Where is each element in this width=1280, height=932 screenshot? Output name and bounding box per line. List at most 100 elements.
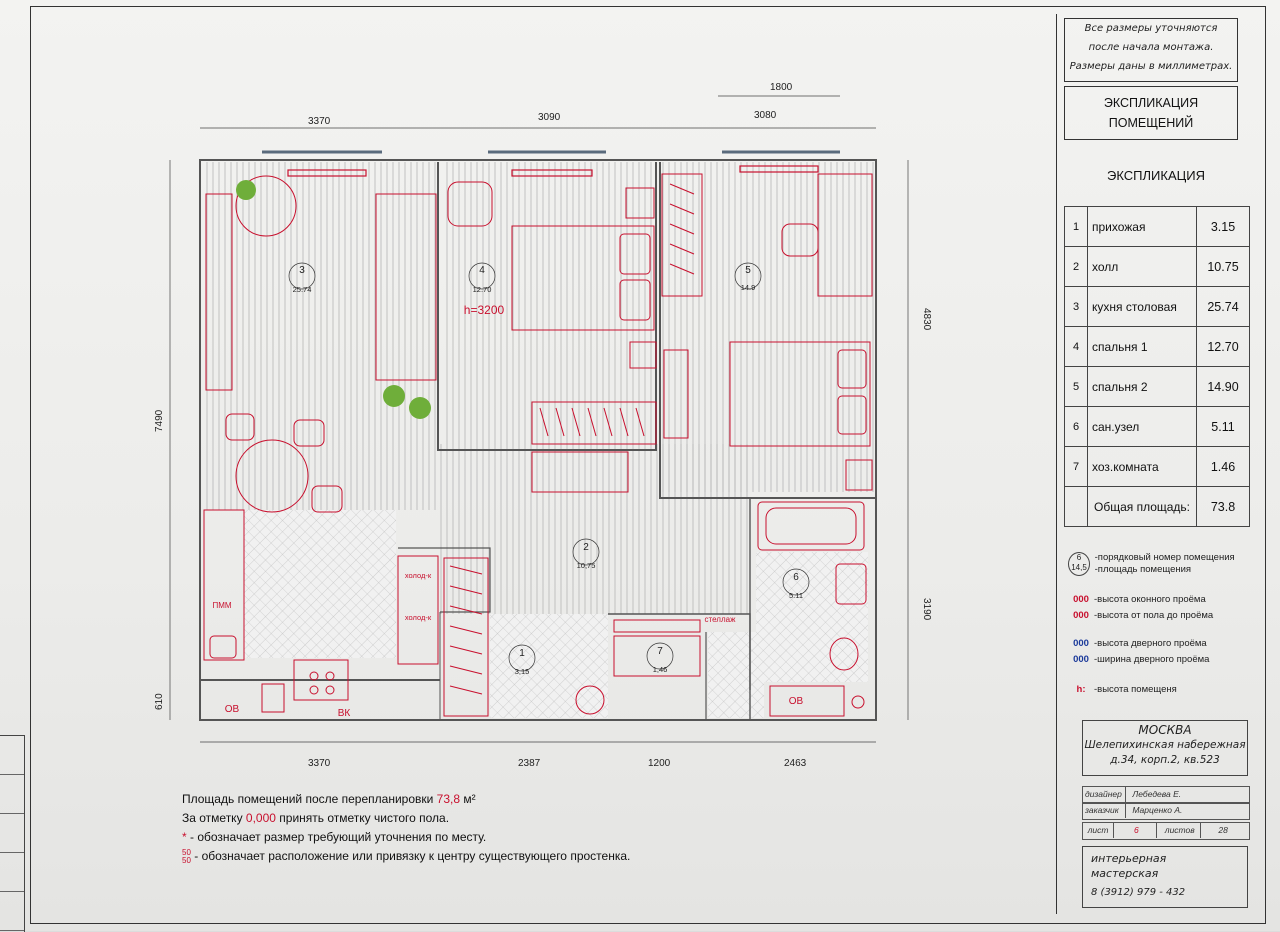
bedroom2-furniture: [661, 173, 873, 491]
room-floors: [202, 162, 874, 718]
total-row: Общая площадь:73.8: [1064, 486, 1250, 527]
bedroom1-furniture: [447, 181, 657, 493]
dishwasher-label: ПММ: [212, 601, 231, 610]
dim-right-2: 3190: [921, 598, 932, 621]
room4-area: 12.70: [473, 285, 492, 294]
dim-top-1: 3370: [308, 116, 331, 127]
title-column: [1056, 14, 1257, 914]
dim-bot-2: 2387: [518, 758, 541, 769]
legend-door-height: -высота дверного проёма: [1094, 638, 1207, 649]
explication-title-box: ЭКСПЛИКАЦИЯ ПОМЕЩЕНИЙ: [1064, 86, 1238, 140]
explication-heading: ЭКСПЛИКАЦИЯ: [1107, 168, 1205, 183]
room2-number: 2: [583, 542, 589, 553]
legend-num-bottom: 14,5: [1071, 563, 1087, 572]
note-zero-mark: За отметку 0,000 принять отметку чистого…: [182, 811, 450, 825]
dimension-lines: [169, 95, 909, 743]
room-height-label: h=3200: [464, 303, 505, 317]
explication-title-line-2: ПОМЕЩЕНИЙ: [1108, 116, 1194, 130]
note-area: Площадь помещений после перепланировки 7…: [182, 792, 476, 806]
legend-num-top: 6: [1076, 553, 1082, 562]
address-street: Шелепихинская набережная: [1084, 739, 1246, 751]
studio-line-2: мастерская: [1091, 867, 1159, 880]
room1-number: 1: [519, 648, 525, 659]
room2-area: 10,75: [577, 561, 596, 570]
dim-top-3: 3080: [754, 110, 777, 121]
legend-height-text: -высота помещеня: [1094, 684, 1177, 695]
room7-number: 7: [657, 646, 663, 657]
room-labels: 3 25.74 4 12.70 h=3200 5 14.9 2 10,75 1 …: [212, 262, 810, 719]
client-name: Марценко А.: [1132, 805, 1183, 815]
plants: [236, 180, 431, 419]
dimension-labels: 3370 3090 3080 1800 3370 2387 1200 2463 …: [154, 82, 932, 769]
legend-area-text: -площадь помещения: [1094, 564, 1192, 575]
dim-right-1: 4830: [921, 308, 932, 331]
room1-area: 3,15: [515, 667, 530, 676]
legend-window: 000-высота оконного проёма 000-высота от…: [1073, 594, 1214, 621]
address-building: д.34, корп.2, кв.523: [1110, 754, 1220, 766]
legend-num-text: -порядковый номер помещения: [1094, 552, 1235, 563]
legend-door: 000-высота дверного проёма 000-ширина дв…: [1073, 638, 1210, 665]
radiators: [287, 165, 819, 177]
sheet-number: 6: [1116, 823, 1158, 838]
room6-number: 6: [793, 572, 799, 583]
riser-label-2: ОВ: [789, 696, 804, 707]
room4-number: 4: [479, 265, 485, 276]
drawing-frame: [30, 6, 1266, 924]
note-asterisk: * - обозначает размер требующий уточнени…: [182, 830, 487, 844]
kitchen-furniture: [203, 175, 437, 701]
legend-window-sill: -высота от пола до проёма: [1094, 610, 1214, 621]
dim-left-1: 7490: [154, 409, 165, 432]
legend-height: h:-высота помещеня: [1076, 684, 1177, 695]
bathroom-furniture: [261, 501, 867, 717]
dim-top-extra: 1800: [770, 82, 793, 93]
note-line-2: после начала монтажа.: [1088, 42, 1214, 53]
dimension-note: Все размеры уточняются после начала монт…: [1064, 18, 1238, 82]
sheets-total: 28: [1218, 825, 1228, 835]
shelf-label: стеллаж: [705, 615, 737, 624]
designer-name: Лебедева Е.: [1132, 789, 1182, 799]
floor-plan: 3370 3090 3080 1800 3370 2387 1200 2463 …: [154, 82, 932, 769]
plan-notes: Площадь помещений после перепланировки 7…: [182, 790, 630, 866]
room5-area: 14.9: [741, 283, 756, 292]
fridge-label-2: холод-к: [405, 613, 432, 622]
riser-label-vk: ВК: [338, 708, 351, 719]
dim-top-2: 3090: [538, 112, 561, 123]
note-line-1: Все размеры уточняются: [1084, 23, 1218, 34]
client-row: заказчик Марценко А.: [1082, 802, 1250, 820]
dim-bot-4: 2463: [784, 758, 807, 769]
sheet-row: лист 6 листов 28: [1082, 822, 1250, 840]
dim-left-2: 610: [154, 693, 165, 710]
walls: [199, 159, 877, 721]
studio-phone: 8 (3912) 979 - 432: [1091, 887, 1186, 898]
address-city: МОСКВА: [1138, 723, 1192, 737]
address-box: МОСКВА Шелепихинская набережная д.34, ко…: [1082, 720, 1248, 776]
room3-number: 3: [299, 265, 305, 276]
dim-bot-3: 1200: [648, 758, 671, 769]
fridge-label-1: холод-к: [405, 571, 432, 580]
room6-area: 5.11: [789, 591, 803, 600]
room3-area: 25.74: [293, 285, 312, 294]
legend-door-width: -ширина дверного проёма: [1094, 654, 1210, 665]
studio-box: интерьерная мастерская 8 (3912) 979 - 43…: [1082, 846, 1248, 908]
room7-area: 1,46: [653, 665, 668, 674]
hall-furniture: [397, 555, 701, 717]
riser-label-1: ОВ: [225, 704, 240, 715]
legend-window-height: -высота оконного проёма: [1094, 594, 1206, 605]
dim-bot-1: 3370: [308, 758, 331, 769]
studio-line-1: интерьерная: [1091, 852, 1167, 865]
room5-number: 5: [745, 265, 751, 276]
note-line-3: Размеры даны в миллиметрах.: [1069, 61, 1233, 72]
explication-title-line-1: ЭКСПЛИКАЦИЯ: [1103, 96, 1199, 110]
designer-row: дизайнер Лебедева Е.: [1082, 786, 1250, 804]
